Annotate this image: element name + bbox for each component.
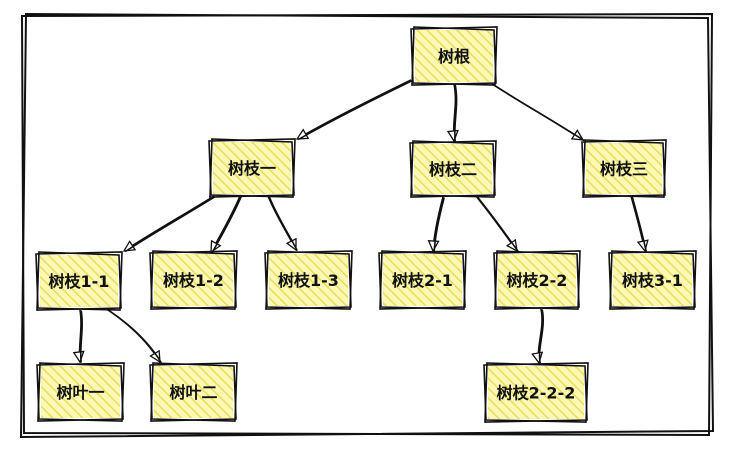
node-hatch-fill bbox=[488, 366, 584, 419]
edge-b1_1-to-leaf1 bbox=[80, 309, 81, 362]
node-label: 树根 bbox=[438, 47, 470, 66]
node-hatch-fill bbox=[213, 142, 291, 194]
node-label: 树枝1-3 bbox=[278, 271, 339, 290]
node-hatch-fill bbox=[154, 254, 233, 306]
node-hatch-fill bbox=[383, 254, 462, 306]
node-label: 树枝1-2 bbox=[163, 271, 224, 290]
edge-root-to-b1 bbox=[297, 79, 412, 139]
edge-sketch-stroke bbox=[476, 196, 519, 253]
node-leaf2: 树叶二 bbox=[149, 362, 238, 422]
node-border-sketch bbox=[265, 250, 352, 310]
node-border-sketch bbox=[37, 362, 124, 422]
edge-root-to-b2 bbox=[454, 83, 456, 141]
node-b2: 树枝二 bbox=[409, 140, 497, 198]
node-border-sketch bbox=[609, 250, 696, 310]
node-hatch-fill bbox=[498, 254, 576, 306]
node-label: 树枝一 bbox=[228, 159, 276, 178]
node-leaf1: 树叶一 bbox=[36, 362, 125, 422]
node-label: 树枝三 bbox=[600, 160, 648, 179]
edge-b3-to-b3_1 bbox=[630, 195, 645, 251]
edge-b2-to-b2_2 bbox=[475, 195, 517, 251]
node-hatch-fill bbox=[269, 254, 348, 306]
node-hatch-fill bbox=[154, 366, 233, 418]
node-border-sketch bbox=[36, 251, 122, 311]
node-b3: 树枝三 bbox=[581, 139, 667, 198]
node-border-sketch bbox=[150, 250, 237, 310]
edge-sketch-stroke bbox=[79, 310, 83, 363]
edge-b2_2-to-b2_2_2 bbox=[538, 308, 542, 363]
node-b1-3: 树枝1-3 bbox=[264, 250, 353, 310]
node-b2-2: 树枝2-2 bbox=[493, 250, 581, 310]
node-hatch-fill bbox=[414, 144, 492, 194]
node-label: 树叶一 bbox=[56, 383, 104, 402]
edge-sketch-stroke bbox=[631, 196, 647, 252]
node-border-sketch bbox=[484, 362, 588, 423]
node-border-sketch bbox=[150, 362, 237, 422]
edge-sketch-stroke bbox=[211, 196, 242, 253]
node-hatch-fill bbox=[415, 30, 493, 82]
node-label: 树枝2-2-2 bbox=[497, 384, 576, 403]
node-label: 树叶二 bbox=[169, 383, 217, 402]
node-border-sketch bbox=[410, 140, 496, 198]
node-label: 树枝2-1 bbox=[392, 271, 453, 290]
node-b1-2: 树枝1-2 bbox=[149, 250, 238, 310]
edges-layer bbox=[79, 79, 647, 364]
edge-b1_1-to-leaf2 bbox=[107, 309, 160, 362]
outer-frame bbox=[19, 12, 715, 439]
edge-b1-to-b1_2 bbox=[211, 195, 241, 252]
edge-sketch-stroke bbox=[297, 79, 413, 141]
node-hatch-fill bbox=[586, 143, 662, 194]
node-hatch-fill bbox=[40, 255, 118, 307]
node-b2-2-2: 树枝2-2-2 bbox=[483, 362, 589, 423]
node-b3-1: 树枝3-1 bbox=[608, 250, 697, 310]
node-border-sketch bbox=[411, 26, 497, 86]
edge-sketch-stroke bbox=[268, 196, 298, 251]
node-b1-1: 树枝1-1 bbox=[35, 251, 123, 311]
edge-b2-to-b2_1 bbox=[433, 196, 444, 251]
node-border-sketch bbox=[209, 138, 295, 198]
edge-sketch-stroke bbox=[433, 197, 445, 252]
edge-sketch-stroke bbox=[108, 309, 162, 364]
node-border-sketch bbox=[494, 250, 580, 310]
node-b1: 树枝一 bbox=[208, 138, 296, 198]
edge-sketch-stroke bbox=[492, 83, 585, 142]
node-b2-1: 树枝2-1 bbox=[378, 250, 467, 310]
node-hatch-fill bbox=[613, 254, 692, 306]
node-root: 树根 bbox=[410, 26, 498, 86]
node-border-sketch bbox=[582, 139, 666, 198]
edge-b1-to-b1_1 bbox=[124, 195, 215, 251]
edge-sketch-stroke bbox=[538, 309, 544, 364]
edge-sketch-stroke bbox=[124, 195, 216, 253]
edge-sketch-stroke bbox=[453, 84, 458, 142]
node-label: 树枝二 bbox=[429, 160, 477, 179]
node-label: 树枝3-1 bbox=[622, 271, 683, 290]
node-label: 树枝1-1 bbox=[49, 272, 110, 291]
node-border-sketch bbox=[379, 250, 466, 310]
node-label: 树枝2-2 bbox=[507, 271, 568, 290]
node-hatch-fill bbox=[41, 366, 120, 418]
